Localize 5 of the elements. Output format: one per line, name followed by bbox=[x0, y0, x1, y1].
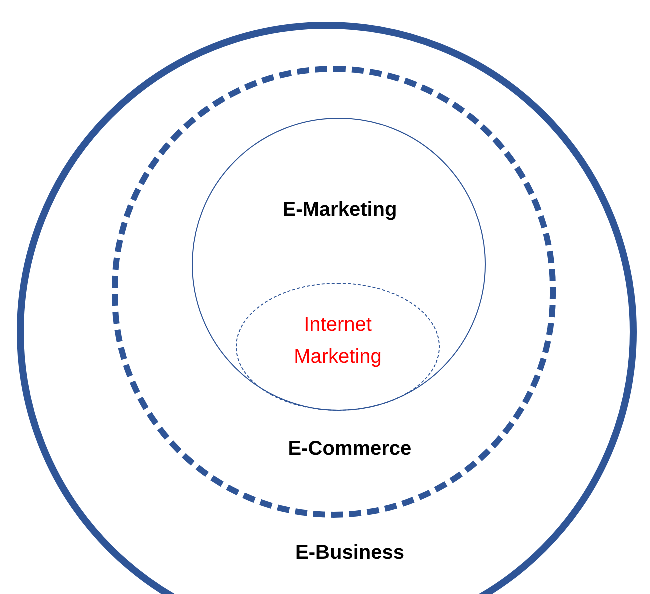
node-label: E-Commerce bbox=[287, 437, 413, 462]
node-label: Internet Marketing bbox=[293, 313, 383, 370]
dashed-ellipse bbox=[236, 283, 440, 411]
node-label: E-Business bbox=[294, 541, 406, 566]
node-label: E-Marketing bbox=[282, 198, 398, 223]
